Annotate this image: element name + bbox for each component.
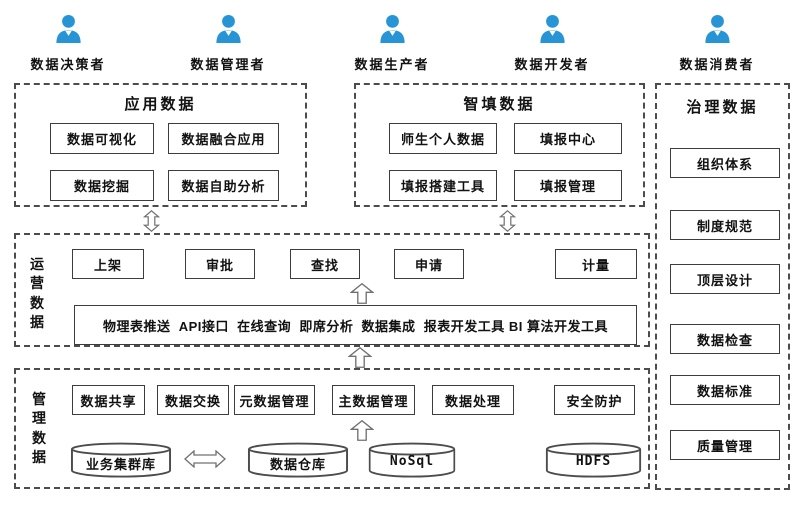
node-publish: 上架 xyxy=(72,249,144,279)
section-title: 治理数据 xyxy=(686,99,759,116)
datastore-label: NoSql xyxy=(389,454,435,469)
actor-data-decision-maker: 数据决策者 xyxy=(18,13,118,73)
datastore-label: 业务集群库 xyxy=(85,458,156,473)
node-data-processing: 数据处理 xyxy=(432,385,514,415)
node-top-level-design: 顶层设计 xyxy=(670,264,780,294)
actor-data-manager: 数据管理者 xyxy=(178,13,278,73)
node-organization-system: 组织体系 xyxy=(670,148,780,178)
section-title-vertical: 管理数据 xyxy=(32,391,46,465)
node-review: 审批 xyxy=(185,249,255,279)
node-data-fusion-app: 数据融合应用 xyxy=(168,123,279,154)
node-data-sharing: 数据共享 xyxy=(72,385,145,415)
actor-data-developer: 数据开发者 xyxy=(502,13,602,73)
person-icon xyxy=(215,14,241,44)
person-icon xyxy=(379,14,405,44)
database-cylinder-icon xyxy=(70,442,172,478)
node-filling-center: 填报中心 xyxy=(514,123,622,154)
section-title: 应用数据 xyxy=(124,96,197,113)
section-application-data: 应用数据 数据可视化 数据融合应用 数据挖掘 数据自助分析 xyxy=(14,83,307,207)
datastore-label: HDFS xyxy=(575,454,612,469)
section-title: 智填数据 xyxy=(463,96,536,113)
section-governance-data: 治理数据 组织体系 制度规范 顶层设计 数据检查 数据标准 质量管理 xyxy=(655,83,790,490)
database-cylinder-icon xyxy=(545,442,642,478)
node-staff-student-data: 师生个人数据 xyxy=(389,123,497,154)
node-data-exchange: 数据交换 xyxy=(157,385,229,415)
business-cluster-db-cylinder: 业务集群库 xyxy=(70,442,172,478)
node-filling-builder: 填报搭建工具 xyxy=(389,170,497,201)
node-security-protection: 安全防护 xyxy=(554,385,635,415)
node-quality-management: 质量管理 xyxy=(670,430,780,460)
section-title-vertical: 运营数据 xyxy=(30,256,44,330)
database-cylinder-icon xyxy=(368,442,456,478)
node-search: 查找 xyxy=(290,249,360,279)
section-management-data: 管理数据 数据共享 数据交换 元数据管理 主数据管理 数据处理 安全防护 业务集… xyxy=(14,368,650,489)
node-master-data-management: 主数据管理 xyxy=(332,385,415,415)
up-arrow-icon xyxy=(350,283,374,304)
section-operation-data: 运营数据 上架 审批 查找 申请 计量 物理表推送 API接口 在线查询 即席分… xyxy=(14,233,650,347)
actor-label: 数据生产者 xyxy=(354,57,430,72)
node-filling-management: 填报管理 xyxy=(514,170,622,201)
node-metadata-management: 元数据管理 xyxy=(234,385,315,415)
double-vertical-arrow-icon xyxy=(499,210,516,232)
double-vertical-arrow-icon xyxy=(143,210,160,232)
node-data-inspection: 数据检查 xyxy=(670,324,780,354)
node-rules-standards: 制度规范 xyxy=(670,210,780,240)
data-warehouse-cylinder: 数据仓库 xyxy=(247,442,349,478)
database-cylinder-icon xyxy=(247,442,349,478)
person-icon xyxy=(704,14,730,44)
double-horizontal-arrow-icon xyxy=(184,450,226,468)
nosql-cylinder: NoSql xyxy=(368,442,456,478)
actor-label: 数据开发者 xyxy=(514,57,590,72)
node-data-mining: 数据挖掘 xyxy=(50,170,154,201)
actor-data-consumer: 数据消费者 xyxy=(667,13,767,73)
node-data-visualization: 数据可视化 xyxy=(50,123,154,154)
hdfs-cylinder: HDFS xyxy=(545,442,642,478)
person-icon xyxy=(539,14,565,44)
node-apply: 申请 xyxy=(394,249,464,279)
up-arrow-icon xyxy=(350,420,374,441)
node-data-standard: 数据标准 xyxy=(670,375,780,405)
person-icon xyxy=(55,14,81,44)
node-metering: 计量 xyxy=(555,249,637,279)
node-self-service-analysis: 数据自助分析 xyxy=(168,170,279,201)
actor-label: 数据管理者 xyxy=(190,57,266,72)
section-smart-fill-data: 智填数据 师生个人数据 填报中心 填报搭建工具 填报管理 xyxy=(354,83,645,207)
node-data-service-tools: 物理表推送 API接口 在线查询 即席分析 数据集成 报表开发工具 BI 算法开… xyxy=(74,305,637,345)
actor-data-producer: 数据生产者 xyxy=(342,13,442,73)
datastore-label: 数据仓库 xyxy=(269,458,326,473)
actor-label: 数据决策者 xyxy=(30,57,106,72)
actor-label: 数据消费者 xyxy=(679,57,755,72)
up-arrow-icon xyxy=(348,347,372,368)
